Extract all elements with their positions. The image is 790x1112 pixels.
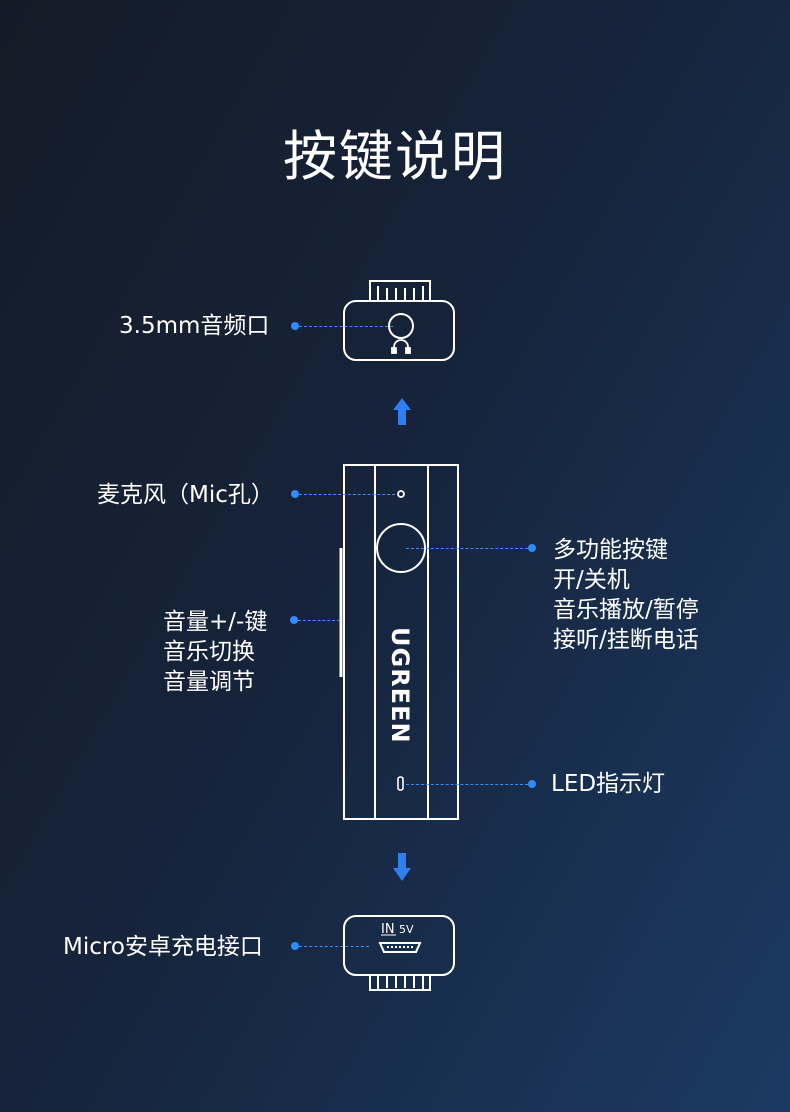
headphone-icon bbox=[391, 339, 411, 354]
callout-line-audio bbox=[299, 326, 393, 327]
led-indicator bbox=[397, 776, 404, 791]
label-multifunction-line-1: 多功能按键 bbox=[553, 537, 668, 563]
label-volume-line-2: 音乐切换 bbox=[163, 639, 255, 665]
label-multifunction-line-2: 开/关机 bbox=[553, 567, 630, 593]
callout-dot-volume bbox=[290, 616, 298, 624]
label-led: LED指示灯 bbox=[551, 771, 666, 797]
callout-dot-usb bbox=[291, 942, 299, 950]
micro-usb-icon bbox=[378, 942, 422, 953]
label-audio-jack: 3.5mm音频口 bbox=[119, 313, 270, 339]
label-usb: Micro安卓充电接口 bbox=[63, 934, 263, 960]
main-body bbox=[343, 464, 459, 820]
callout-line-multifunction bbox=[406, 548, 528, 549]
label-mic: 麦克风（Mic孔） bbox=[97, 482, 274, 508]
page-title: 按键说明 bbox=[283, 125, 507, 188]
callout-dot-led bbox=[528, 780, 536, 788]
callout-dot-multifunction bbox=[528, 544, 536, 552]
label-volume: 音量+/-键 音乐切换 音量调节 bbox=[163, 607, 267, 697]
label-volume-line-1: 音量+/-键 bbox=[163, 609, 268, 635]
voltage-marking: 5V bbox=[399, 923, 414, 936]
arrow-up-icon bbox=[393, 398, 411, 425]
top-module bbox=[343, 300, 455, 361]
arrow-down-icon bbox=[393, 853, 411, 881]
top-plug-teeth bbox=[369, 280, 431, 302]
callout-line-usb bbox=[299, 946, 369, 947]
label-multifunction-line-4: 接听/挂断电话 bbox=[553, 627, 699, 653]
label-volume-line-3: 音量调节 bbox=[163, 669, 255, 695]
brand-logo: UGREEN bbox=[386, 627, 414, 744]
label-multifunction: 多功能按键 开/关机 音乐播放/暂停 接听/挂断电话 bbox=[553, 535, 699, 655]
callout-line-volume bbox=[298, 620, 340, 621]
callout-dot-mic bbox=[291, 490, 299, 498]
bottom-plug-teeth bbox=[369, 974, 431, 991]
port-marking: IN bbox=[381, 922, 395, 937]
callout-line-mic bbox=[299, 494, 395, 495]
callout-line-led bbox=[406, 784, 528, 785]
label-multifunction-line-3: 音乐播放/暂停 bbox=[553, 597, 699, 623]
mic-hole bbox=[397, 490, 405, 498]
callout-dot-audio bbox=[291, 322, 299, 330]
